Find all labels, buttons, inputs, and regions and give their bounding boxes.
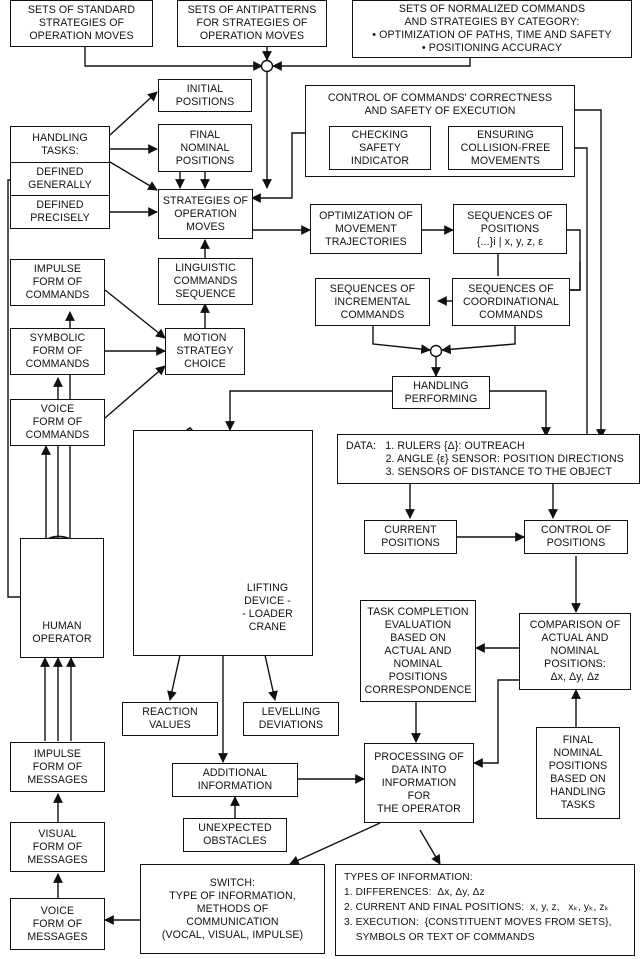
connector	[575, 109, 606, 439]
current-positions-box: CURRENT POSITIONS	[364, 520, 457, 554]
sets-normalized-box: SETS OF NORMALIZED COMMANDS AND STRATEGI…	[352, 0, 632, 58]
sequences-incremental-box: SEQUENCES OF INCREMENTAL COMMANDS	[315, 278, 430, 326]
motion-strategy-box: MOTION STRATEGY CHOICE	[165, 328, 245, 375]
junction-top	[260, 59, 274, 73]
handling-tasks-box: HANDLING TASKS:	[10, 126, 110, 163]
strategies-operation-moves-box: STRATEGIES OF OPERATION MOVES	[158, 189, 253, 239]
connector	[7, 179, 20, 598]
sets-standard-box: SETS OF STANDARD STRATEGIES OF OPERATION…	[10, 0, 153, 47]
types-of-information-box: TYPES OF INFORMATION: 1. DIFFERENCES: Δx…	[335, 864, 635, 956]
optimization-trajectories-box: OPTIMIZATION OF MOVEMENT TRAJECTORIES	[310, 204, 422, 254]
checking-safety-box: CHECKING SAFETY INDICATOR	[329, 126, 431, 170]
defined-generally-box: DEFINED GENERALLY	[10, 162, 110, 196]
crane-box	[133, 430, 313, 656]
impulse-commands-box: IMPULSE FORM OF COMMANDS	[10, 259, 105, 306]
connector	[264, 654, 278, 701]
final-nominal-positions-box: FINAL NOMINAL POSITIONS	[158, 124, 252, 172]
connector	[470, 390, 551, 437]
sequences-coordinational-box: SEQUENCES OF COORDINATIONAL COMMANDS	[452, 278, 570, 326]
unexpected-obstacles-box: UNEXPECTED OBSTACLES	[183, 818, 287, 852]
comparison-box: COMPARISON OF ACTUAL AND NOMINAL POSITIO…	[519, 613, 631, 690]
lifting-device-label: LIFTING DEVICE - - LOADER CRANE	[242, 582, 293, 633]
connector	[84, 47, 263, 71]
visual-messages-box: VISUAL FORM OF MESSAGES	[10, 822, 105, 872]
defined-precisely-box: DEFINED PRECISELY	[10, 195, 110, 229]
voice-messages-box: VOICE FORM OF MESSAGES	[10, 898, 105, 950]
ensuring-collision-box: ENSURING COLLISION-FREE MOVEMENTS	[448, 126, 563, 170]
sequences-positions-box: SEQUENCES OF POSITIONS {...}i | x, y, z,…	[453, 204, 567, 254]
connector	[272, 57, 471, 71]
junction-mid	[429, 344, 443, 358]
processing-box: PROCESSING OF DATA INTO INFORMATION FOR …	[364, 743, 474, 823]
control-title: CONTROL OF COMMANDS' CORRECTNESS AND SAF…	[327, 92, 553, 117]
data-sensors-box: DATA: 1. RULERS {Δ}: OUTREACH 2. ANGLE {…	[337, 434, 640, 484]
voice-commands-box: VOICE FORM OF COMMANDS	[10, 399, 105, 446]
task-completion-box: TASK COMPLETION EVALUATION BASED ON ACTU…	[360, 600, 476, 702]
connector	[419, 829, 441, 865]
connector	[104, 365, 166, 419]
connector	[372, 326, 431, 354]
connector	[104, 289, 166, 339]
sets-antipatterns-box: SETS OF ANTIPATTERNS FOR STRATEGIES OF O…	[177, 0, 327, 47]
switch-box: SWITCH: TYPE OF INFORMATION, METHODS OF …	[140, 864, 325, 954]
handling-performing-box: HANDLING PERFORMING	[392, 376, 490, 409]
additional-information-box: ADDITIONAL INFORMATION	[172, 763, 298, 797]
control-of-positions-box: CONTROL OF POSITIONS	[524, 520, 628, 554]
connector	[441, 326, 516, 355]
connector	[109, 161, 158, 191]
connector	[473, 679, 519, 768]
connector	[167, 654, 181, 701]
connector	[109, 91, 158, 136]
impulse-messages-box: IMPULSE FORM OF MESSAGES	[10, 742, 105, 792]
linguistic-sequence-box: LINGUISTIC COMMANDS SEQUENCE	[158, 258, 253, 305]
human-operator-box	[20, 538, 104, 658]
human-operator-label: HUMAN OPERATOR	[32, 620, 92, 645]
connector	[289, 822, 381, 865]
initial-positions-box: INITIAL POSITIONS	[158, 79, 252, 112]
final-nominal-based-box: FINAL NOMINAL POSITIONS BASED ON HANDLIN…	[536, 727, 620, 819]
levelling-deviations-box: LEVELLING DEVIATIONS	[243, 702, 339, 736]
reaction-values-box: REACTION VALUES	[122, 702, 218, 736]
symbolic-commands-box: SYMBOLIC FORM OF COMMANDS	[10, 328, 105, 375]
connector	[225, 390, 392, 431]
